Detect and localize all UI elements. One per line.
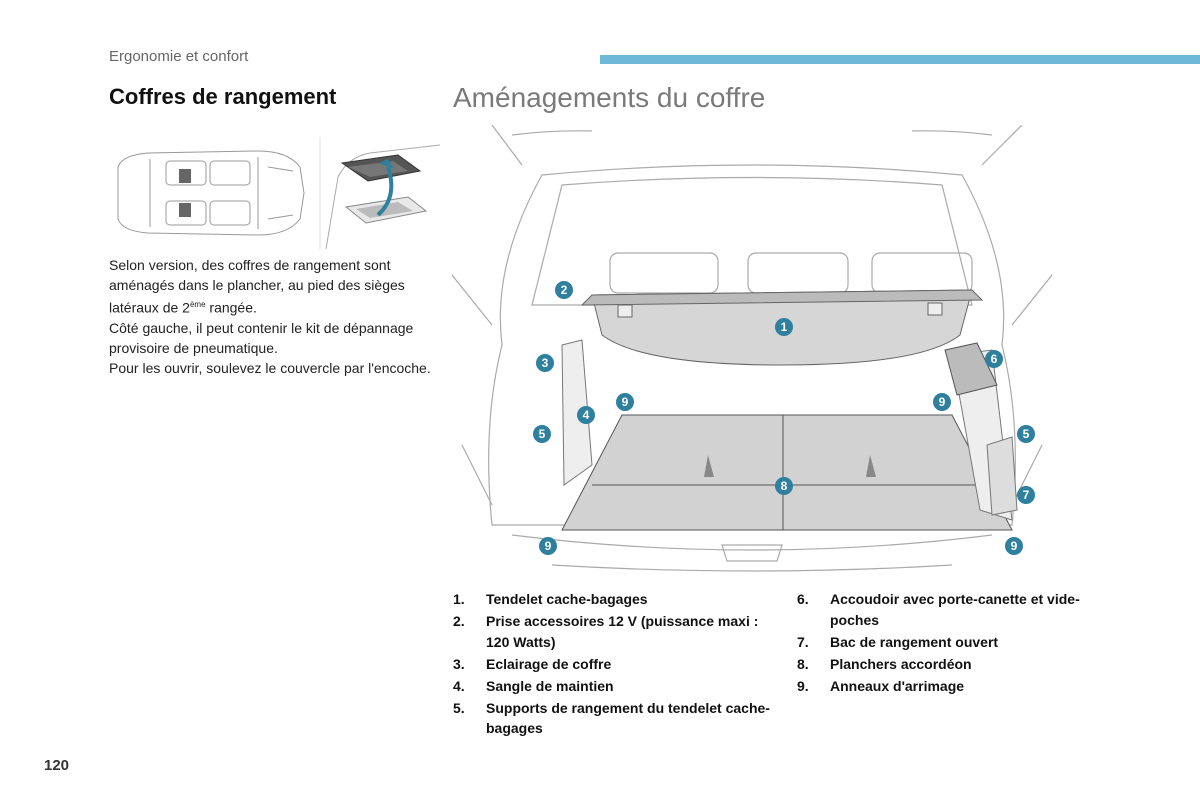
svg-text:9: 9 bbox=[622, 395, 629, 409]
legend-item: 3.Eclairage de coffre bbox=[453, 655, 612, 672]
badge-5-right: 5 bbox=[1017, 425, 1035, 443]
trunk-illustration: 1 2 3 4 5 5 6 7 8 9 9 9 9 bbox=[452, 125, 1052, 572]
legend-item: 9.Anneaux d'arrimage bbox=[797, 677, 965, 694]
badge-4: 4 bbox=[577, 406, 595, 424]
storage-title: Coffres de rangement bbox=[109, 84, 337, 109]
para-line1-end: rangée. bbox=[205, 299, 257, 316]
badge-2: 2 bbox=[555, 281, 573, 299]
compartment-illustration bbox=[325, 144, 440, 249]
page-number: 120 bbox=[44, 757, 70, 774]
storage-illustration bbox=[117, 137, 440, 249]
svg-text:2: 2 bbox=[561, 283, 568, 297]
storage-marker-top bbox=[179, 169, 191, 183]
badge-9-right-bottom: 9 bbox=[1005, 537, 1023, 555]
section-header: Ergonomie et confort bbox=[109, 48, 249, 65]
legend-column-1: 1.Tendelet cache-bagages 2.Prise accesso… bbox=[453, 589, 773, 740]
badge-9-left-bottom: 9 bbox=[539, 537, 557, 555]
badge-5-left: 5 bbox=[533, 425, 551, 443]
legend-item: 6.Accoudoir avec porte-canette et vide-p… bbox=[797, 591, 1080, 628]
header-accent-bar bbox=[600, 55, 1200, 64]
legend-item: 5.Supports de rangement du tendelet cach… bbox=[453, 699, 770, 737]
badge-6: 6 bbox=[985, 350, 1003, 368]
legend-item: 8.Planchers accordéon bbox=[797, 655, 972, 672]
svg-text:5: 5 bbox=[539, 427, 546, 441]
storage-description: Selon version, des coffres de rangement … bbox=[109, 255, 434, 378]
svg-text:9: 9 bbox=[545, 539, 552, 553]
legend-item: 2.Prise accessoires 12 V (puissance maxi… bbox=[453, 613, 759, 650]
svg-text:6: 6 bbox=[991, 352, 998, 366]
badge-3: 3 bbox=[536, 354, 554, 372]
badge-8: 8 bbox=[775, 477, 793, 495]
svg-text:5: 5 bbox=[1023, 427, 1030, 441]
badge-9-right-top: 9 bbox=[933, 393, 951, 411]
trunk-title: Aménagements du coffre bbox=[453, 82, 766, 113]
svg-text:3: 3 bbox=[542, 356, 549, 370]
svg-text:9: 9 bbox=[1011, 539, 1018, 553]
svg-text:1: 1 bbox=[781, 320, 788, 334]
legend-item: 4.Sangle de maintien bbox=[453, 677, 614, 694]
legend-item: 7.Bac de rangement ouvert bbox=[797, 633, 999, 650]
car-top-view-illustration bbox=[117, 150, 305, 236]
legend-item: 1.Tendelet cache-bagages bbox=[453, 591, 648, 607]
svg-text:8: 8 bbox=[781, 479, 788, 493]
para-line3: Pour les ouvrir, soulevez le couvercle p… bbox=[109, 359, 431, 376]
superscript: ème bbox=[189, 300, 206, 309]
legend-column-2: 6.Accoudoir avec porte-canette et vide-p… bbox=[797, 589, 1127, 698]
para-line1: Selon version, des coffres de rangement … bbox=[109, 257, 405, 316]
svg-text:7: 7 bbox=[1023, 488, 1030, 502]
storage-marker-bottom bbox=[179, 203, 191, 217]
svg-text:9: 9 bbox=[939, 395, 946, 409]
badge-1: 1 bbox=[775, 318, 793, 336]
svg-text:4: 4 bbox=[583, 408, 590, 422]
badge-7: 7 bbox=[1017, 486, 1035, 504]
badge-9-left-top: 9 bbox=[616, 393, 634, 411]
para-line2: Côté gauche, il peut contenir le kit de … bbox=[109, 319, 414, 356]
